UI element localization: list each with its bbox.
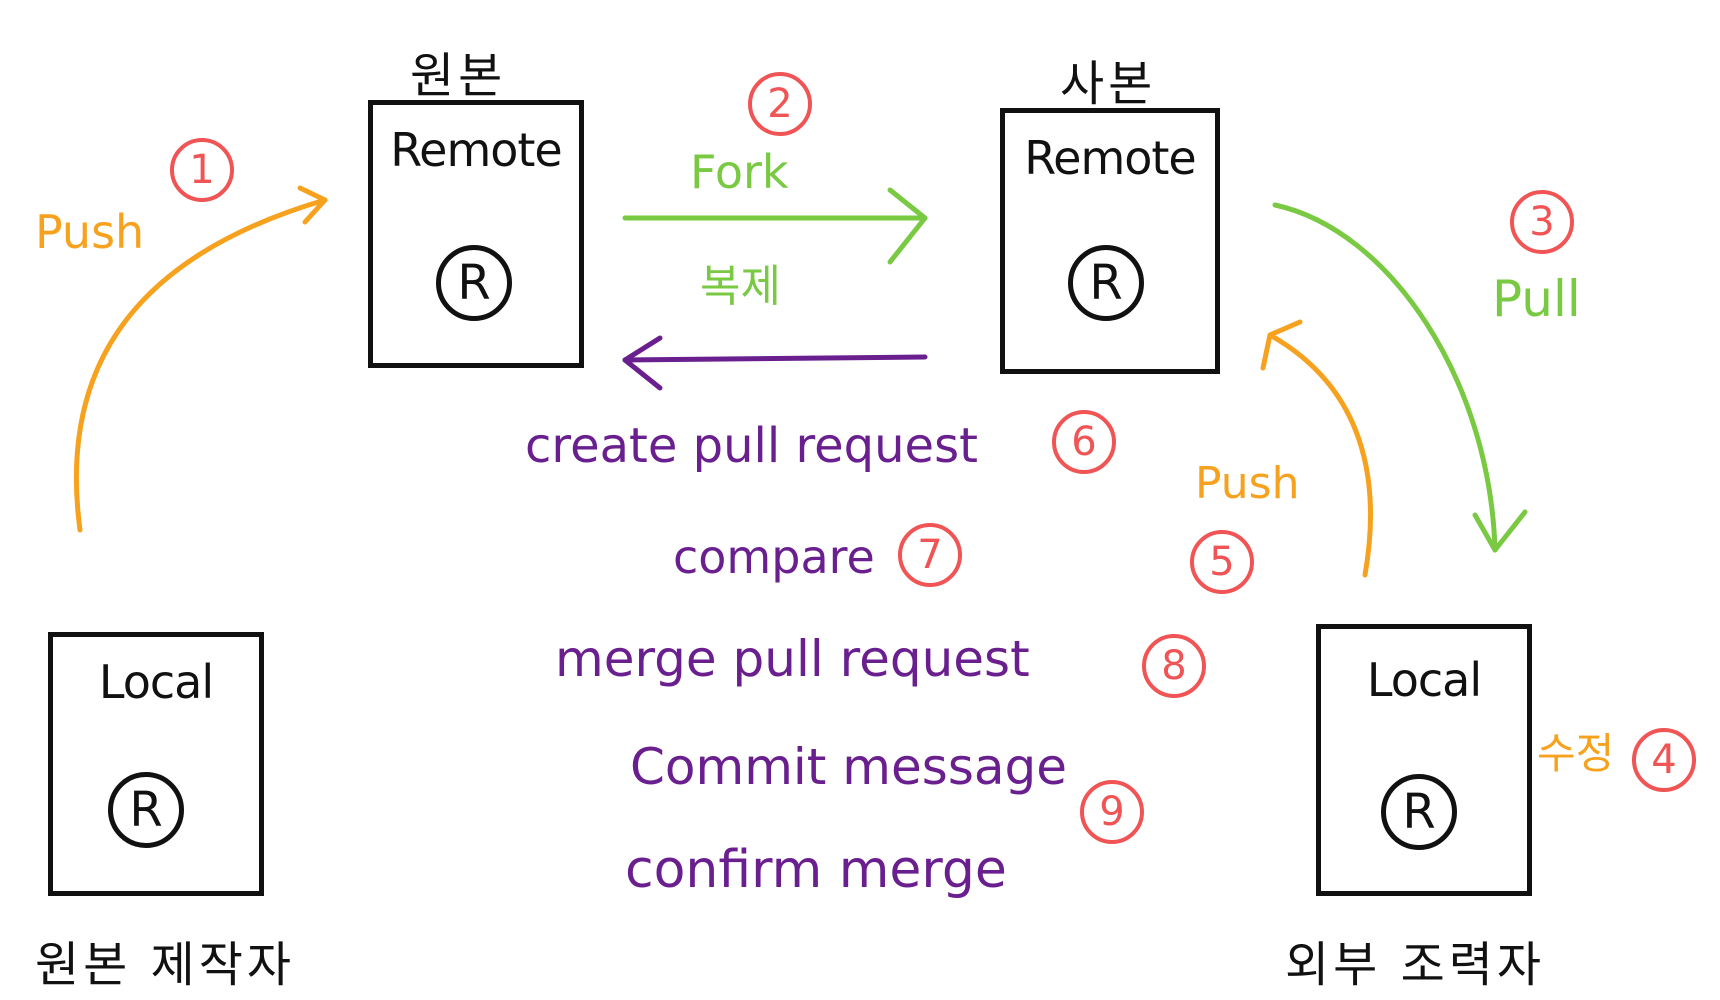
pull-label: Pull — [1492, 270, 1581, 328]
push-contributor-arrow — [1267, 332, 1373, 578]
merge-pull-request-text: merge pull request — [555, 630, 1030, 688]
repo-icon: R — [1381, 774, 1457, 850]
fork-label: Fork — [690, 145, 789, 199]
step-5-badge: 5 — [1190, 530, 1254, 594]
repo-icon: R — [108, 772, 184, 848]
step-6-badge: 6 — [1052, 410, 1116, 474]
push-owner-arrowhead — [297, 185, 328, 225]
step-8-badge: 8 — [1142, 634, 1206, 698]
contributor-role-label: 외부 조력자 — [1285, 937, 1546, 993]
owner-local-title: Local — [98, 655, 214, 709]
confirm-merge-text: confirm merge — [625, 840, 1007, 900]
step-9-badge: 9 — [1080, 780, 1144, 844]
owner-role-label: 원본 제작자 — [35, 937, 296, 993]
fork-korean-label: 복제 — [700, 261, 781, 312]
push-contributor-label: Push — [1195, 458, 1300, 509]
owner-remote-title: Remote — [390, 123, 563, 177]
step-4-badge: 4 — [1632, 728, 1696, 792]
step-2-badge: 2 — [748, 72, 812, 136]
pull-request-arrowhead — [622, 335, 663, 391]
contributor-remote-header: 사본 — [1060, 56, 1157, 112]
edit-label: 수정 — [1537, 729, 1615, 778]
pull-request-arrow — [622, 354, 928, 363]
contributor-local-box: Local R — [1316, 624, 1532, 896]
owner-remote-box: Remote R — [368, 100, 584, 368]
push-owner-label: Push — [35, 205, 145, 259]
fork-arrowhead — [887, 187, 928, 265]
repo-icon: R — [436, 245, 512, 321]
push-contributor-arrowhead — [1260, 319, 1303, 371]
commit-message-text: Commit message — [630, 738, 1068, 796]
repo-icon: R — [1068, 245, 1144, 321]
pull-arrowhead — [1472, 509, 1528, 553]
pull-arrow — [1272, 202, 1498, 553]
owner-remote-header: 원본 — [410, 48, 507, 104]
contributor-remote-title: Remote — [1024, 131, 1197, 185]
step-7-badge: 7 — [898, 523, 962, 587]
contributor-local-title: Local — [1366, 653, 1482, 707]
push-owner-arrow — [73, 197, 328, 533]
compare-text: compare — [673, 530, 875, 584]
owner-local-box: Local R — [48, 632, 264, 896]
step-3-badge: 3 — [1510, 190, 1574, 254]
contributor-remote-box: Remote R — [1000, 108, 1220, 374]
step-1-badge: 1 — [170, 138, 234, 202]
create-pull-request-text: create pull request — [525, 418, 978, 474]
